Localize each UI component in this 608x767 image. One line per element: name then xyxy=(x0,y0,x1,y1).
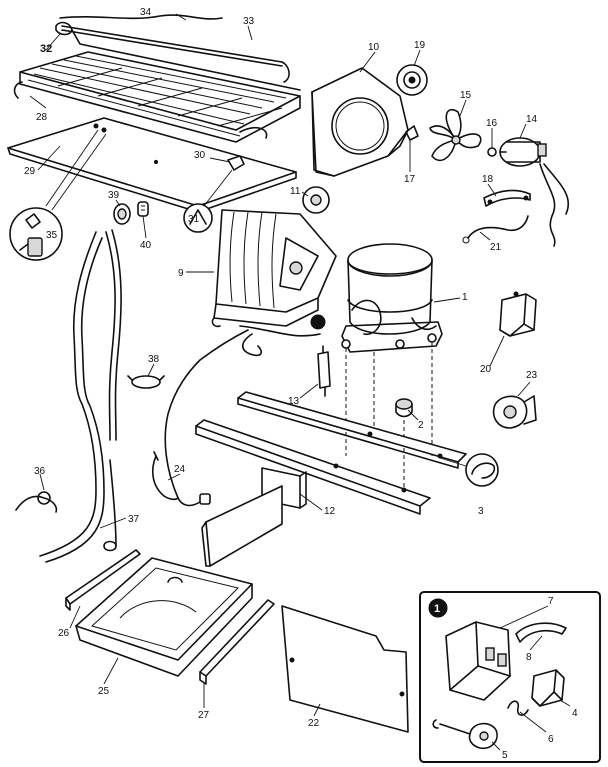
callout-31: 31 xyxy=(188,214,200,225)
callout-37: 37 xyxy=(128,514,140,525)
callout-14: 14 xyxy=(526,114,538,125)
callout-20: 20 xyxy=(480,364,492,375)
wire-harness-21 xyxy=(462,215,529,244)
callout-24: 24 xyxy=(174,464,186,475)
clamp-38 xyxy=(127,375,165,389)
relay-box-20 xyxy=(499,291,537,337)
clip-detail-31 xyxy=(183,169,233,233)
callout-22: 22 xyxy=(308,718,320,729)
callout-19: 19 xyxy=(414,40,426,51)
pan-rail-26 xyxy=(65,549,141,611)
callout-34: 34 xyxy=(140,7,152,18)
inset-box xyxy=(419,591,601,763)
callout-13: 13 xyxy=(288,396,300,407)
grommet-39 xyxy=(113,203,131,225)
callout-4: 4 xyxy=(572,708,578,719)
clip-32 xyxy=(55,21,301,91)
callout-16: 16 xyxy=(486,118,498,129)
callout-12: 12 xyxy=(324,506,336,517)
callout-10: 10 xyxy=(368,42,380,53)
evaporator-28 xyxy=(13,51,301,143)
overload-23 xyxy=(492,395,537,429)
callout-1: 1 xyxy=(462,292,468,303)
callout-36: 36 xyxy=(34,466,46,477)
heater-bar-33 xyxy=(61,25,290,83)
callout-40: 40 xyxy=(140,240,152,251)
callout-32: 32 xyxy=(40,43,52,55)
callout-26: 26 xyxy=(58,628,70,639)
callout-25: 25 xyxy=(98,686,110,697)
callout-35: 35 xyxy=(46,230,58,241)
callout-27: 27 xyxy=(198,710,210,721)
clip-17 xyxy=(405,125,419,141)
relay-4 xyxy=(531,669,565,707)
drain-pan-25 xyxy=(75,557,253,677)
callout-2: 2 xyxy=(418,420,424,431)
callout-30: 30 xyxy=(194,150,206,161)
terminal-cover-7 xyxy=(445,621,511,701)
spring-clip-6 xyxy=(507,700,529,716)
drier-13 xyxy=(317,345,331,397)
callout-33: 33 xyxy=(243,16,255,27)
wheel-detail-3 xyxy=(439,453,499,487)
callout-11: 11 xyxy=(290,186,301,197)
callout-29: 29 xyxy=(24,166,36,177)
callout-6: 6 xyxy=(548,734,554,745)
compressor-1 xyxy=(341,243,443,353)
capillary-tube-38-region xyxy=(164,329,263,499)
bushing-detail-11 xyxy=(302,186,330,214)
callout-38: 38 xyxy=(148,354,160,365)
bracket-30 xyxy=(227,155,245,171)
bearing-detail-19 xyxy=(396,64,428,96)
defrost-heater-wire-34 xyxy=(59,14,223,20)
inset-marker-bubble xyxy=(310,314,326,330)
callout-39: 39 xyxy=(108,190,120,201)
drain-tube-37 xyxy=(39,229,122,563)
callout-3: 3 xyxy=(478,506,484,517)
callout-7: 7 xyxy=(548,596,554,607)
callout-17: 17 xyxy=(404,174,416,185)
condenser-9 xyxy=(211,209,337,337)
pan-rail-27 xyxy=(199,599,275,685)
fan-blade-15 xyxy=(429,109,482,162)
callout-18: 18 xyxy=(482,174,494,185)
plug-40 xyxy=(137,201,149,217)
motor-bracket-18 xyxy=(483,189,531,207)
base-rail-front xyxy=(195,419,431,515)
grommet-2 xyxy=(395,398,413,418)
nut-16 xyxy=(487,147,497,157)
callout-15: 15 xyxy=(460,90,472,101)
callout-23: 23 xyxy=(526,370,538,381)
callout-28: 28 xyxy=(36,112,48,123)
shield-plate-12 xyxy=(201,485,283,567)
mounting-guides xyxy=(345,342,433,488)
clip-8 xyxy=(515,622,567,643)
leader-lines xyxy=(29,13,571,751)
callout-5: 5 xyxy=(502,750,508,761)
fan-shroud-10 xyxy=(311,67,409,177)
access-panel-22 xyxy=(281,605,409,733)
callout-8: 8 xyxy=(526,652,532,663)
inset-marker-label: 1 xyxy=(434,603,440,615)
overload-5 xyxy=(432,719,498,750)
callout-9: 9 xyxy=(178,268,184,279)
callout-labels: 34 33 32 28 29 30 31 35 39 40 10 19 15 1… xyxy=(24,7,578,761)
clamp-36 xyxy=(15,491,58,513)
thermostat-detail-35 xyxy=(9,129,107,261)
power-cord-24 xyxy=(151,451,211,507)
base-rail-rear xyxy=(237,391,467,469)
callout-21: 21 xyxy=(490,242,502,253)
